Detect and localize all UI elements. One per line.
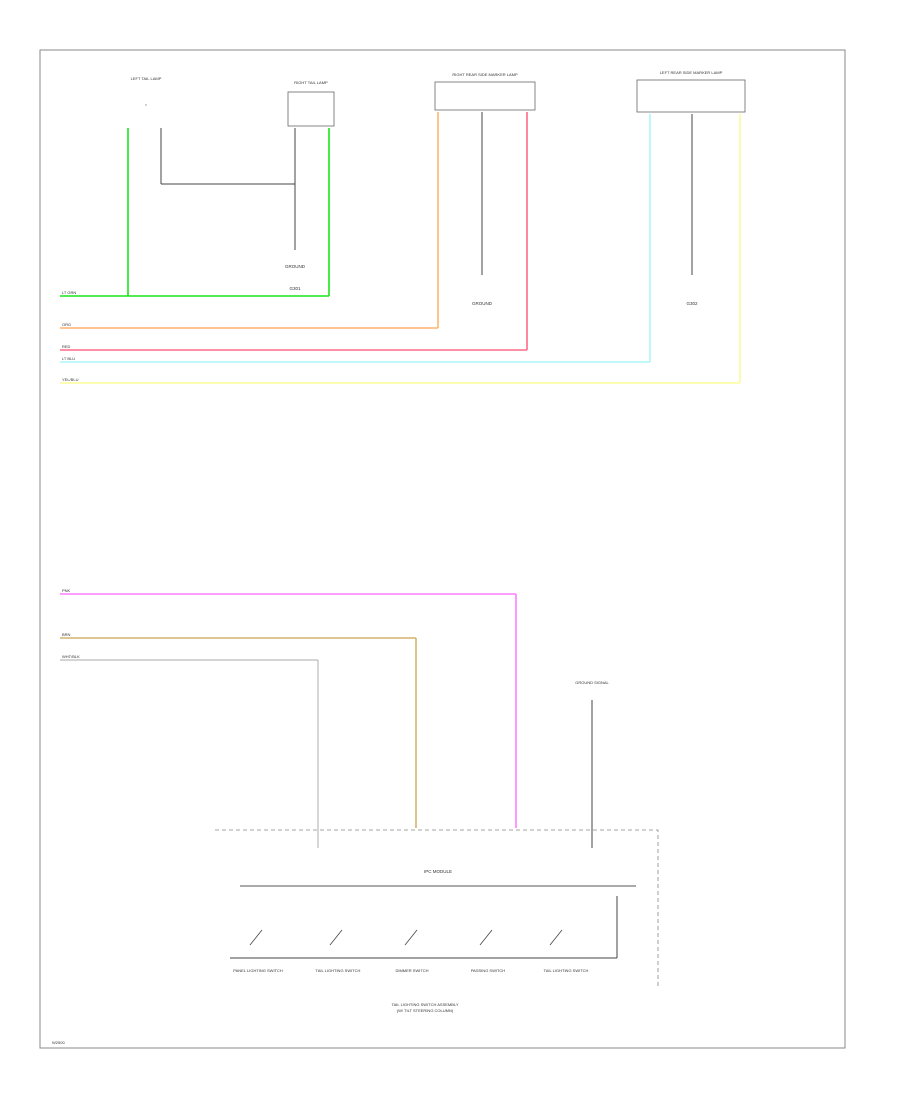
ground-signal-label: GROUND SIGNAL — [575, 680, 609, 685]
ground-left-id: G301 — [289, 286, 301, 291]
wire-label-lt-grn: LT GRN — [62, 290, 76, 295]
module-outline — [215, 829, 659, 988]
left-tail-lamp-title: LEFT TAIL LAMP — [131, 76, 162, 81]
right-tail-lamp-title: RIGHT TAIL LAMP — [294, 80, 328, 85]
right-tail-lamp-box — [287, 91, 335, 127]
rear-side-marker-right-box — [434, 81, 536, 111]
footer-code: W2500 — [52, 1040, 65, 1045]
module-title: IPC MODULE — [424, 869, 452, 874]
wire-label-pnk: PNK — [62, 588, 71, 593]
switch-label-2: DIMMER SWITCH — [395, 968, 428, 973]
left-tail-lamp-bulb: ○ — [145, 102, 148, 107]
switch-label-4: TAIL LIGHTING SWITCH — [544, 968, 589, 973]
ground-label-2: GROUND — [472, 301, 493, 306]
switch-label-0: PANEL LIGHTING SWITCH — [233, 968, 283, 973]
wire-label-org: ORG — [62, 322, 71, 327]
wire-label-brn: BRN — [62, 632, 71, 637]
wire-label-red: RED — [62, 344, 71, 349]
assembly-label: TAIL LIGHTING SWITCH ASSEMBLY — [391, 1002, 458, 1007]
ground-right-id: G302 — [686, 301, 698, 306]
ground-label-1: GROUND — [285, 264, 306, 269]
wire-label-wht-blk: WHT/BLK — [62, 654, 80, 659]
switch-label-1: TAIL LIGHTING SWITCH — [316, 968, 361, 973]
rear-side-marker-right-title: RIGHT REAR SIDE MARKER LAMP — [452, 72, 518, 77]
assembly-sub: (W/ TILT STEERING COLUMN) — [397, 1008, 454, 1013]
wire-label-lt-blu: LT BLU — [62, 356, 75, 361]
rear-side-marker-left-title: LEFT REAR SIDE MARKER LAMP — [660, 70, 723, 75]
switch-label-3: PASSING SWITCH — [471, 968, 505, 973]
rear-side-marker-left-box — [636, 79, 746, 113]
diagram-frame — [39, 49, 846, 1049]
switch-row — [249, 929, 563, 946]
wire-label-yel-blk: YEL/BLU — [62, 377, 79, 382]
